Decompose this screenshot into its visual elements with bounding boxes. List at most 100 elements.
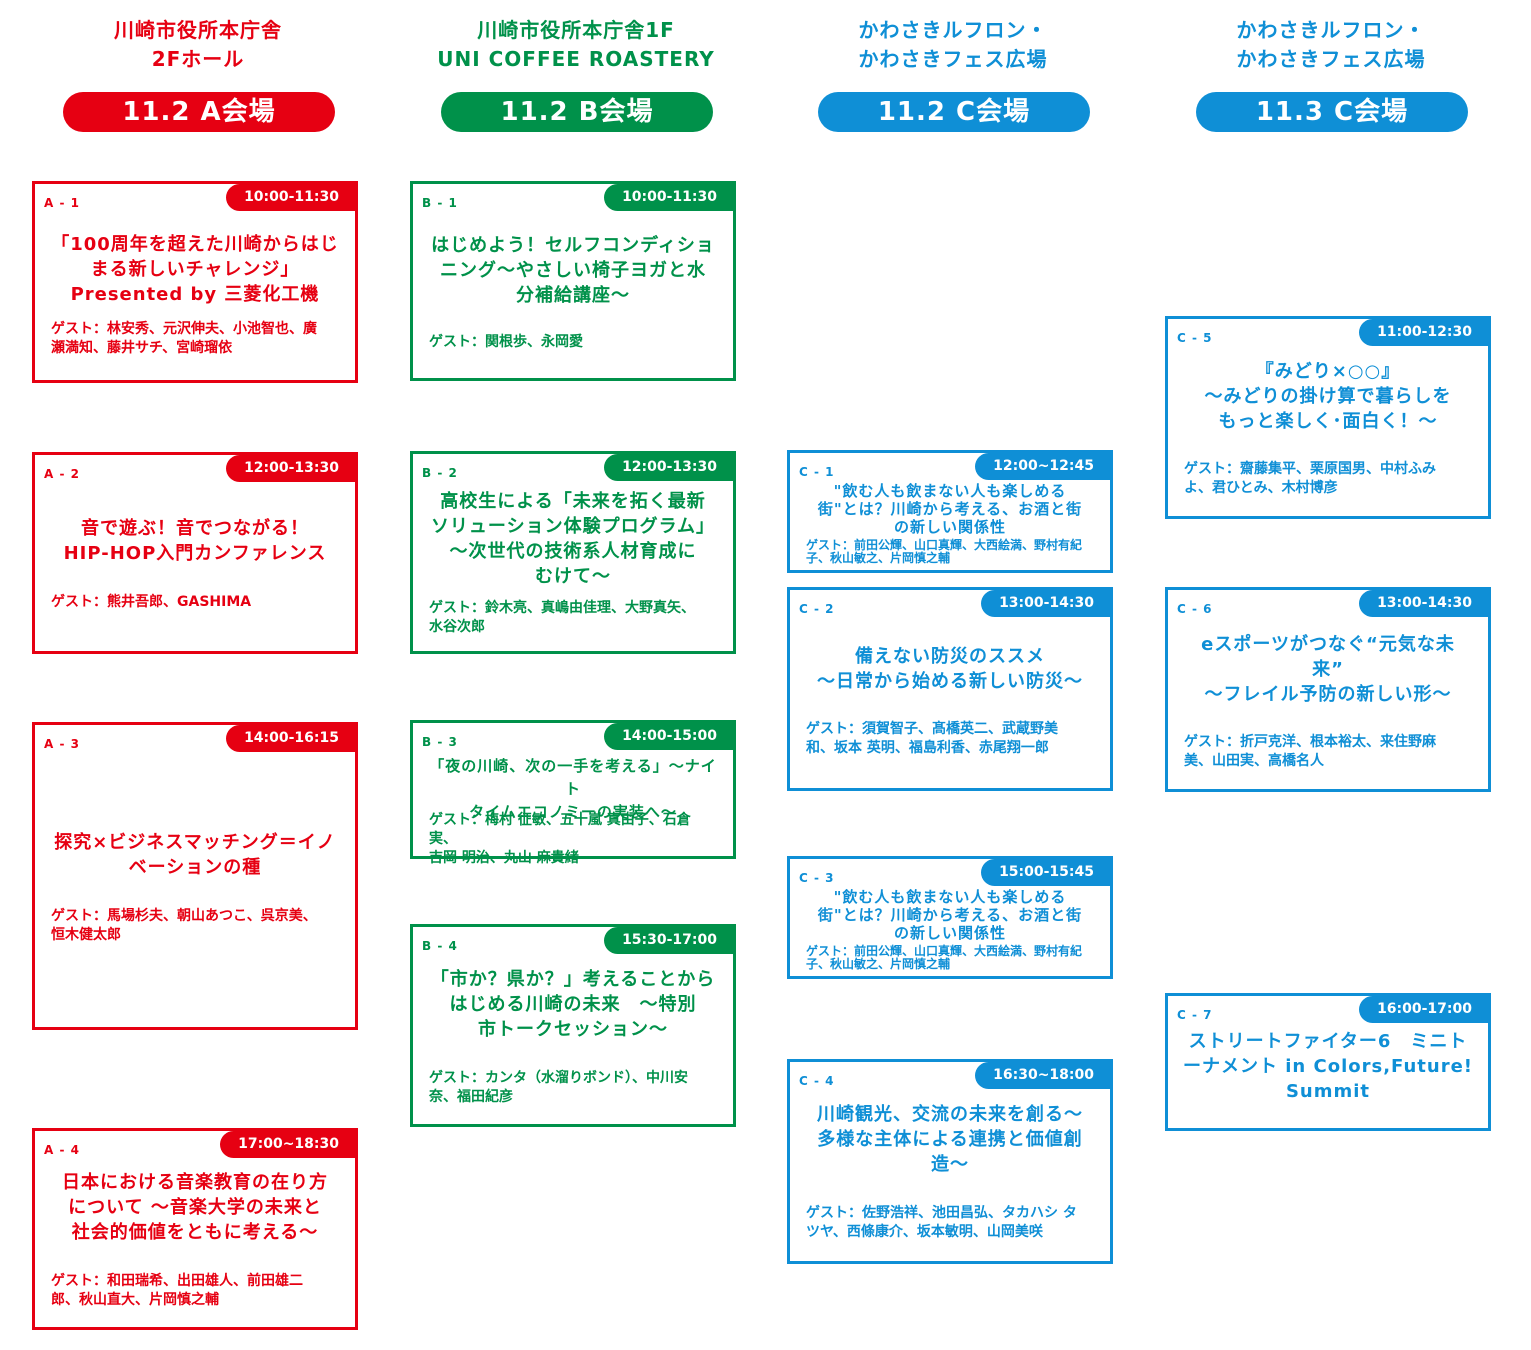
venue-name-line: かわさきルフロン・ <box>858 18 1048 42</box>
session-code: B - 1 <box>422 196 458 210</box>
venue-a-pill: 11.2 A会場 <box>63 92 335 132</box>
guest-line: ツヤ、西條康介、坂本敏明、山岡美咲 <box>806 1224 1043 1240</box>
session-title: 「夜の川崎、次の一手を考える」～ナイト タイムエコノミーの実装へ～ <box>425 755 721 824</box>
venue-name-line: 川崎市役所本庁舎1F <box>477 18 675 42</box>
venue-c1-pill: 11.2 C会場 <box>818 92 1090 132</box>
guest-line: 子、秋山敏之、片岡慎之輔 <box>806 957 951 971</box>
title-line: 備えない防災のススメ <box>855 646 1045 667</box>
title-line: 来” <box>1312 659 1344 680</box>
session-card-a4[interactable]: A - 4 17:00~18:30 日本における音楽教育の在り方 について ～音… <box>32 1128 358 1330</box>
venue-b-pill: 11.2 B会場 <box>441 92 713 132</box>
session-title: 「市か？県か？」考えることから はじめる川崎の未来 ～特別 市トークセッション～ <box>425 967 721 1042</box>
session-time: 10:00-11:30 <box>604 184 733 211</box>
session-title: 「100周年を超えた川崎からはじ まる新しいチャレンジ」 Presented b… <box>47 232 343 307</box>
title-line: について ～音楽大学の未来と <box>68 1197 322 1218</box>
guest-line: ゲスト：須賀智子、髙橋英二、武蔵野美 <box>806 721 1058 737</box>
guest-line: 郎、秋山直大、片岡慎之輔 <box>51 1292 219 1308</box>
title-line: 「100周年を超えた川崎からはじ <box>51 234 339 255</box>
venue-a-name: 川崎市役所本庁舎 2Fホール <box>38 16 358 74</box>
session-title: eスポーツがつなぐ“元気な未 来” ～フレイル予防の新しい形～ <box>1180 632 1476 707</box>
title-line: ーナメント in Colors,Future! <box>1183 1056 1473 1077</box>
session-time: 15:00-15:45 <box>981 859 1110 886</box>
session-title: 探究×ビジネスマッチング＝イノ ベーションの種 <box>47 830 343 880</box>
session-title: 『みどり×○○』 ～みどりの掛け算で暮らしを もっと楽しく･面白く！～ <box>1180 359 1476 434</box>
guest-line: ゲスト：前田公輝、山口真輝、大西絵満、野村有紀 <box>806 944 1083 958</box>
title-line: 高校生による「未来を拓く最新 <box>440 491 706 512</box>
venue-name-line: 川崎市役所本庁舎 <box>114 18 282 42</box>
title-line: 「市か？県か？」考えることから <box>430 969 716 990</box>
venue-name-line: かわさきルフロン・ <box>1236 18 1426 42</box>
session-guests: ゲスト：梅村 征敏、五十嵐 真由子、石倉 実、 吉岡 明治、丸山 麻貴緒 <box>429 811 721 868</box>
session-card-b2[interactable]: B - 2 12:00-13:30 高校生による「未来を拓く最新 ソリューション… <box>410 451 736 654</box>
session-guests: ゲスト：カンタ（水溜りボンド）、中川安 奈、福田紀彦 <box>429 1069 721 1107</box>
session-code: A - 2 <box>44 467 80 481</box>
title-line: 街"とは？川崎から考える、お酒と街 <box>817 500 1083 518</box>
session-card-b1[interactable]: B - 1 10:00-11:30 はじめよう！セルフコンディショ ニング～やさ… <box>410 181 736 381</box>
session-code: C - 1 <box>799 465 835 479</box>
title-line: ～フレイル予防の新しい形～ <box>1204 684 1452 705</box>
session-title: 日本における音楽教育の在り方 について ～音楽大学の未来と 社会的価値をともに考… <box>47 1170 343 1245</box>
session-card-a1[interactable]: A - 1 10:00-11:30 「100周年を超えた川崎からはじ まる新しい… <box>32 181 358 383</box>
guest-line: ゲスト：林安秀、元沢伸夫、小池智也、廣 <box>51 321 317 337</box>
title-line: ソリューション体験プログラム」 <box>430 516 716 537</box>
guest-line: 和、坂本 英明、福島利香、赤尾翔一郎 <box>806 740 1049 756</box>
session-card-a3[interactable]: A - 3 14:00-16:15 探究×ビジネスマッチング＝イノ ベーションの… <box>32 722 358 1030</box>
session-time: 13:00-14:30 <box>981 590 1110 617</box>
session-time: 14:00-16:15 <box>226 725 355 752</box>
session-title: 高校生による「未来を拓く最新 ソリューション体験プログラム」 ～次世代の技術系人… <box>425 489 721 589</box>
guest-line: 美、山田実、高橋名人 <box>1184 753 1324 769</box>
title-line: 探究×ビジネスマッチング＝イノ <box>54 832 336 853</box>
venue-c2-name: かわさきルフロン・ かわさきフェス広場 <box>1171 16 1491 74</box>
session-card-a2[interactable]: A - 2 12:00-13:30 音で遊ぶ！音でつながる！ HIP-HOP入門… <box>32 452 358 654</box>
guest-line: ゲスト：和田瑞希、出田雄人、前田雄二 <box>51 1273 303 1289</box>
session-guests: ゲスト：関根歩、永岡愛 <box>429 333 721 352</box>
guest-line: ゲスト：鈴木亮、真嶋由佳理、大野真矢、 <box>429 600 695 616</box>
title-line: 日本における音楽教育の在り方 <box>62 1172 328 1193</box>
session-card-c1[interactable]: C - 1 12:00~12:45 "飲む人も飲まない人も楽しめる 街"とは？川… <box>787 450 1113 573</box>
session-time: 14:00-15:00 <box>604 723 733 750</box>
session-time: 16:00-17:00 <box>1359 996 1488 1023</box>
title-line: の新しい関係性 <box>893 518 1006 536</box>
session-card-c2[interactable]: C - 2 13:00-14:30 備えない防災のススメ ～日常から始める新しい… <box>787 587 1113 791</box>
venue-name-line: UNI COFFEE ROASTERY <box>437 47 715 71</box>
session-card-b3[interactable]: B - 3 14:00-15:00 「夜の川崎、次の一手を考える」～ナイト タイ… <box>410 720 736 866</box>
guest-line: ゲスト：折戸克洋、根本裕太、来住野麻 <box>1184 734 1436 750</box>
title-line: 街"とは？川崎から考える、お酒と街 <box>817 906 1083 924</box>
venue-b-name: 川崎市役所本庁舎1F UNI COFFEE ROASTERY <box>416 16 736 74</box>
session-card-b4[interactable]: B - 4 15:30-17:00 「市か？県か？」考えることから はじめる川崎… <box>410 924 736 1127</box>
guest-line: ゲスト：関根歩、永岡愛 <box>429 334 583 350</box>
session-card-c3[interactable]: C - 3 15:00-15:45 "飲む人も飲まない人も楽しめる 街"とは？川… <box>787 856 1113 979</box>
guest-line: 恒木健太郎 <box>51 927 121 943</box>
venue-c2-pill: 11.3 C会場 <box>1196 92 1468 132</box>
title-line: ～日常から始める新しい防災～ <box>817 671 1083 692</box>
session-card-c7[interactable]: C - 7 16:00-17:00 ストリートファイター6 ミニト ーナメント … <box>1165 993 1491 1131</box>
session-code: C - 5 <box>1177 331 1213 345</box>
session-title: ストリートファイター6 ミニト ーナメント in Colors,Future! … <box>1180 1029 1476 1104</box>
title-line: ～みどりの掛け算で暮らしを <box>1204 386 1452 407</box>
title-line: はじめよう！セルフコンディショ <box>431 235 715 256</box>
session-time: 13:00-14:30 <box>1359 590 1488 617</box>
guest-line: 奈、福田紀彦 <box>429 1089 513 1105</box>
title-line: はじめる川崎の未来 ～特別 <box>449 994 697 1015</box>
title-line: 社会的価値をともに考える～ <box>71 1222 319 1243</box>
title-line: 『みどり×○○』 <box>1255 361 1401 382</box>
session-time: 17:00~18:30 <box>220 1131 355 1158</box>
session-card-c6[interactable]: C - 6 13:00-14:30 eスポーツがつなぐ“元気な未 来” ～フレイ… <box>1165 587 1491 792</box>
venue-name-line: かわさきフェス広場 <box>858 47 1048 71</box>
session-code: C - 3 <box>799 871 835 885</box>
session-guests: ゲスト：熊井吾郎、GASHIMA <box>51 593 343 612</box>
session-guests: ゲスト：馬場杉夫、朝山あつこ、呉京美、 恒木健太郎 <box>51 907 343 945</box>
session-guests: ゲスト：佐野浩祥、池田昌弘、タカハシ タ ツヤ、西條康介、坂本敏明、山岡美咲 <box>806 1204 1098 1242</box>
session-code: B - 2 <box>422 466 458 480</box>
session-title: "飲む人も飲まない人も楽しめる 街"とは？川崎から考える、お酒と街 の新しい関係… <box>802 888 1098 942</box>
session-card-c4[interactable]: C - 4 16:30~18:00 川崎観光、交流の未来を創る～ 多様な主体によ… <box>787 1059 1113 1264</box>
guest-line: ゲスト：佐野浩祥、池田昌弘、タカハシ タ <box>806 1205 1077 1221</box>
session-code: A - 3 <box>44 737 80 751</box>
session-guests: ゲスト：折戸克洋、根本裕太、来住野麻 美、山田実、高橋名人 <box>1184 733 1476 771</box>
session-guests: ゲスト：前田公輝、山口真輝、大西絵満、野村有紀 子、秋山敏之、片岡慎之輔 <box>806 945 1098 971</box>
title-line: 音で遊ぶ！音でつながる！ <box>81 518 309 539</box>
session-code: A - 4 <box>44 1143 80 1157</box>
session-time: 15:30-17:00 <box>604 927 733 954</box>
session-guests: ゲスト：前田公輝、山口真輝、大西絵満、野村有紀 子、秋山敏之、片岡慎之輔 <box>806 539 1098 565</box>
session-card-c5[interactable]: C - 5 11:00-12:30 『みどり×○○』 ～みどりの掛け算で暮らしを… <box>1165 316 1491 519</box>
